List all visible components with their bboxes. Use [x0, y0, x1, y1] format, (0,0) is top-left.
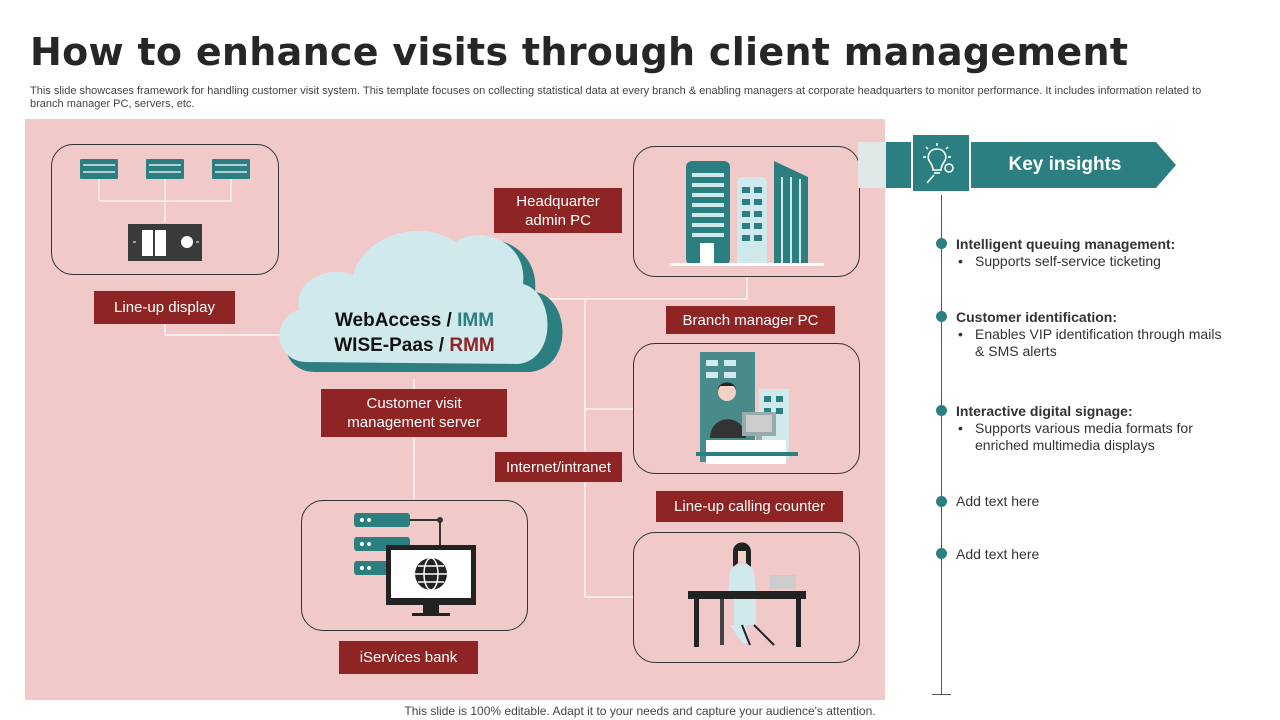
server-label-line-1: Customer visit — [366, 395, 462, 412]
branch-manager-label: Branch manager PC — [666, 306, 835, 334]
insight-bullet-1-line-1: Supports self-service ticketing — [975, 253, 1161, 269]
internet-label: Internet/intranet — [495, 452, 622, 482]
slide-subtitle: This slide showcases framework for handl… — [30, 85, 1202, 110]
insight-bullet-2-line-1: Enables VIP identification through mails — [975, 326, 1222, 342]
timeline-dot-5 — [936, 548, 947, 559]
server-label: Customer visit management server — [321, 389, 507, 437]
insight-heading-3: Interactive digital signage: — [956, 403, 1133, 419]
insight-bullet-2-line-2: & SMS alerts — [975, 343, 1057, 359]
timeline-dot-3 — [936, 405, 947, 416]
insights-timeline — [941, 195, 942, 695]
insight-bullet-2: Enables VIP identification through mails… — [956, 326, 1246, 360]
iservices-label: iServices bank — [339, 641, 478, 674]
calling-counter-box — [633, 532, 860, 663]
manager-at-desk-icon — [696, 352, 798, 464]
timeline-dot-2 — [936, 311, 947, 322]
insight-item-3: Interactive digital signage: Supports va… — [956, 403, 1246, 454]
calling-counter-label: Line-up calling counter — [656, 491, 843, 522]
server-rack-icon — [80, 159, 250, 261]
office-buildings-icon — [670, 161, 824, 266]
slide-footer-text: This slide is 100% editable. Adapt it to… — [404, 704, 876, 718]
insight-bullet-3-line-2: enriched multimedia displays — [975, 437, 1155, 453]
insight-heading-1: Intelligent queuing management: — [956, 236, 1176, 252]
slide-footer: This slide is 100% editable. Adapt it to… — [0, 704, 1280, 718]
cloud-rmm: RMM — [449, 335, 495, 356]
key-insights-title: Key insights — [1008, 154, 1122, 175]
woman-at-desk-icon — [688, 542, 806, 647]
insights-timeline-end — [932, 694, 951, 695]
branch-manager-box — [633, 343, 860, 474]
hq-admin-line-2: admin PC — [525, 211, 591, 229]
insight-bullet-1: Supports self-service ticketing — [956, 253, 1246, 270]
insight-bullet-3-line-1: Supports various media formats for — [975, 420, 1193, 436]
server-stack-icon — [354, 513, 476, 616]
insight-heading-4: Add text here — [956, 493, 1040, 509]
cloud-webaccess: WebAccess / — [334, 310, 452, 331]
insight-bullet-3: Supports various media formats forenrich… — [956, 420, 1246, 454]
cloud-imm: IMM — [457, 310, 495, 331]
hq-buildings-box — [633, 146, 860, 277]
insight-item-4: Add text here — [956, 493, 1246, 510]
lineup-display-label: Line-up display — [94, 291, 235, 324]
cloud-shape — [279, 230, 563, 372]
hq-admin-line-1: Headquarter — [516, 192, 600, 210]
timeline-dot-1 — [936, 238, 947, 249]
lineup-display-device-icon — [128, 224, 202, 261]
insight-heading-2: Customer identification: — [956, 309, 1118, 325]
key-insights-icon-box — [911, 133, 971, 193]
slide-title: How to enhance visits through client man… — [30, 30, 1129, 74]
cloud-text: WebAccess / IMM WISE-Paas / RMM — [297, 308, 532, 358]
timeline-dot-4 — [936, 496, 947, 507]
insight-item-1: Intelligent queuing management: Supports… — [956, 236, 1246, 270]
insight-heading-5: Add text here — [956, 546, 1040, 562]
lineup-display-box — [51, 144, 279, 275]
insight-item-5: Add text here — [956, 546, 1246, 563]
insight-item-2: Customer identification: Enables VIP ide… — [956, 309, 1246, 360]
lightbulb-gear-icon — [923, 143, 954, 184]
iservices-box — [301, 500, 528, 631]
cloud-wise-paas: WISE-Paas / — [334, 335, 445, 356]
server-label-line-2: management server — [347, 414, 481, 431]
globe-monitor-icon — [386, 545, 476, 616]
